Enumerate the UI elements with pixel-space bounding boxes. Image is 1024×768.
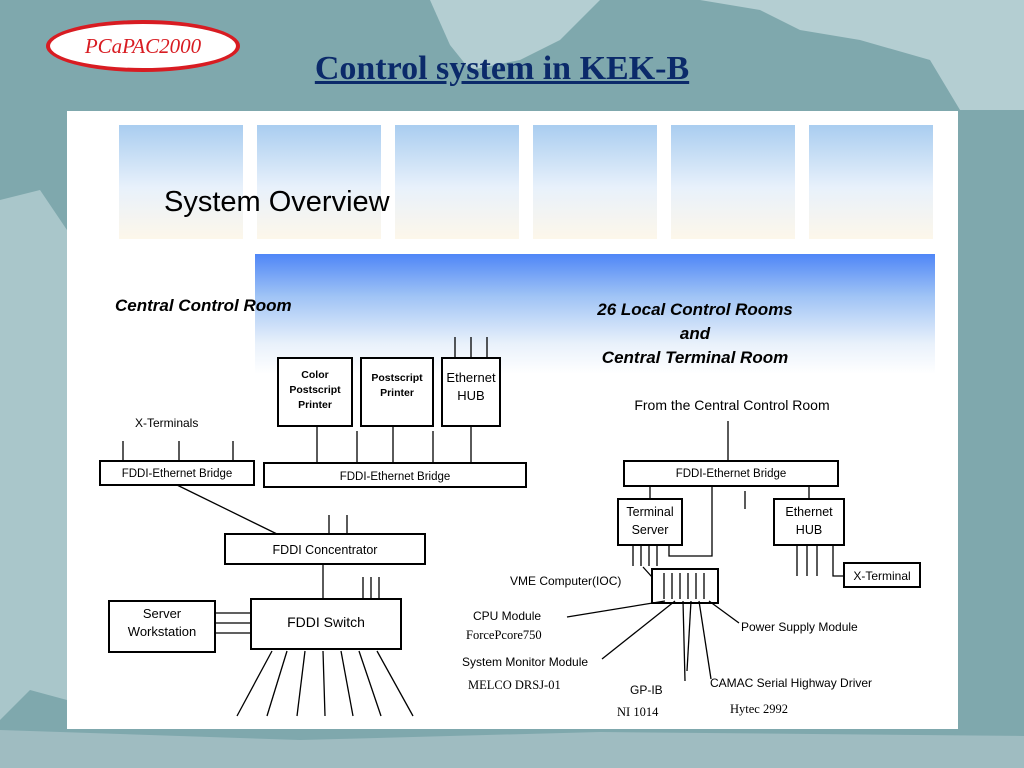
local-ethernet-hub-label-1: Ethernet (785, 505, 833, 519)
header-tiles (119, 125, 933, 239)
logo-text: PCaPAC2000 (84, 33, 202, 58)
color-printer-label-1: Color (301, 369, 328, 381)
vme-computer-label: VME Computer(IOC) (510, 574, 621, 588)
from-central-label: From the Central Control Room (634, 397, 829, 413)
vme-slots (663, 573, 705, 599)
local-rooms-title-3: Central Terminal Room (602, 348, 788, 367)
map-land-bottom (0, 730, 1024, 768)
x-terminals-label: X-Terminals (135, 416, 198, 430)
color-printer-label-2: Postscript (289, 384, 341, 396)
local-fddi-bridge-box (623, 460, 839, 487)
fddi-switch-label: FDDI Switch (287, 614, 365, 630)
system-monitor-label: System Monitor Module (462, 655, 588, 669)
color-printer-box (277, 357, 353, 427)
bridge-main-label: FDDI-Ethernet Bridge (340, 471, 451, 483)
x-terminal-label: X-Terminal (853, 569, 910, 583)
central-control-room-title: Central Control Room (115, 296, 292, 315)
local-rooms-title-2: and (680, 324, 711, 343)
postscript-printer-label-2: Printer (380, 387, 414, 399)
ethernet-hub-label-1: Ethernet (446, 370, 496, 385)
server-label-2: Workstation (128, 624, 196, 639)
terminal-server-label-2: Server (632, 523, 669, 537)
map-land-left (0, 190, 67, 720)
switch-fanout-lines (236, 650, 414, 717)
cpu-module-model: ForcePcore750 (466, 628, 542, 642)
fddi-switch-box (250, 598, 402, 650)
local-bridge-label: FDDI-Ethernet Bridge (676, 468, 787, 480)
gpib-model: NI 1014 (617, 705, 659, 719)
x-terminal-box (843, 562, 921, 588)
bridge-left-label: FDDI-Ethernet Bridge (122, 468, 233, 480)
sky-band (255, 254, 935, 374)
power-supply-label: Power Supply Module (741, 620, 858, 634)
postscript-printer-label-1: Postscript (371, 372, 423, 384)
fddi-concentrator-label: FDDI Concentrator (273, 543, 378, 557)
pcapac-logo: PCaPAC2000 (46, 20, 240, 72)
fddi-ethernet-bridge-left (99, 460, 255, 486)
server-workstation-box (108, 600, 216, 653)
local-rooms-title-1: 26 Local Control Rooms (596, 300, 793, 319)
camac-label: CAMAC Serial Highway Driver (710, 676, 872, 690)
slide-title: Control system in KEK-B (314, 50, 690, 87)
system-overview-heading: System Overview (164, 186, 391, 218)
postscript-printer-box (360, 357, 434, 427)
server-label-1: Server (143, 606, 182, 621)
cpu-module-label: CPU Module (473, 609, 541, 623)
fddi-ethernet-bridge-main (263, 462, 527, 488)
map-land-right (700, 0, 1024, 110)
gpib-label: GP-IB (630, 683, 663, 697)
terminal-server-label-1: Terminal (626, 505, 673, 519)
diagram-panel: System Overview Central Control Room Col… (67, 111, 958, 729)
map-land-top (430, 0, 600, 70)
fddi-concentrator-box (224, 533, 426, 565)
local-ethernet-hub-label-2: HUB (796, 523, 822, 537)
camac-model: Hytec 2992 (730, 702, 788, 716)
system-overview-diagram: System Overview Central Control Room Col… (99, 125, 935, 719)
vme-crate-box (651, 568, 719, 604)
system-monitor-model: MELCO DRSJ-01 (468, 678, 561, 692)
ethernet-hub-label-2: HUB (457, 388, 484, 403)
terminal-server-box (617, 498, 683, 546)
color-printer-label-3: Printer (298, 399, 332, 411)
